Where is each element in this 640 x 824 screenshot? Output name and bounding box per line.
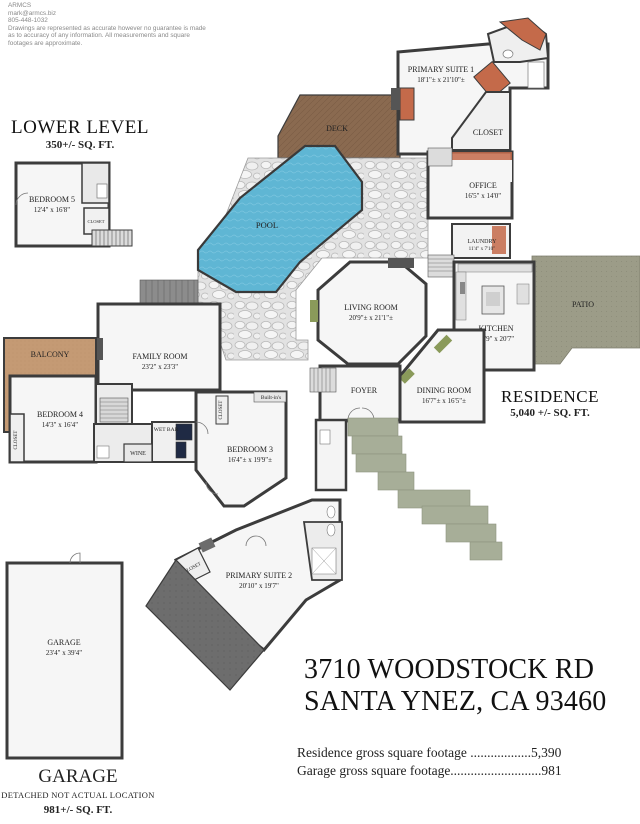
bedroom-4-size: 14'3" x 16'4" [42,421,78,429]
garage-name: GARAGE [47,638,80,647]
lower-level-title: LOWER LEVEL [11,117,149,138]
entry-steps [347,417,503,561]
garage-footage-line: Garage gross square footage.............… [297,763,562,778]
residence-footage-line: Residence gross square footage .........… [297,745,562,760]
wet-bar-label: WET BAR [154,427,179,433]
primary-suite-2-name: PRIMARY SUITE 2 [226,571,292,580]
dining-room-name: DINING ROOM [417,386,471,395]
bedroom-4-closet-label: CLOSET [14,431,19,450]
wine-label: WINE [130,451,146,457]
bedroom-5-closet-label: CLOSET [87,219,104,224]
pool [196,144,364,294]
living-room-size: 20'9"± x 21'1"± [349,314,393,322]
foyer-name: FOYER [351,386,378,395]
kitchen-name: KITCHEN [478,324,513,333]
primary-closet-label: CLOSET [473,128,503,137]
primary-suite-1-wing: PRIMARY SUITE 1 18'1"± x 21'10"± CLOSET [391,17,550,156]
office-name: OFFICE [469,181,497,190]
bedroom-3-name: BEDROOM 3 [227,445,273,454]
lower-level-sqft: 350+/- SQ. FT. [45,139,115,151]
office-size: 16'5" x 14'0" [465,192,501,200]
living-room-area: LIVING ROOM 20'9"± x 21'1"± [310,258,428,366]
hallway [314,418,348,492]
company-name: ARMCS [8,2,32,9]
kitchen-size: 14'9" x 20'7" [478,335,514,343]
residence-title: RESIDENCE [501,387,599,406]
bedroom-5-name: BEDROOM 5 [29,195,75,204]
garage-sqft: 981+/- SQ. FT. [43,804,113,816]
disclaimer-line-3: footages are approximate. [8,39,83,47]
patio-area [521,255,640,365]
laundry-name: LAUNDRY [467,239,497,245]
wet-bar-area: WET BAR WINE [123,421,197,463]
bedroom-4-name: BEDROOM 4 [37,410,83,419]
garage-title: GARAGE [38,766,118,787]
garage-header: GARAGE DETACHED NOT ACTUAL LOCATION 981+… [0,766,156,816]
disclaimer: ARMCS mark@armcs.biz 805-448-1032 Drawin… [8,2,228,48]
primary-suite-2-area: PRIMARY SUITE 2 20'10" x 19'7" CLOSET [173,498,343,653]
garage-size: 23'4" x 39'4" [46,649,82,657]
lower-level-plan: BEDROOM 5 12'4" x 16'8" CLOSET [14,161,133,248]
bedroom-3-area: Built-in's CLOSET BEDROOM 3 16'4"± x 19'… [194,390,288,508]
garage-detached-note: DETACHED NOT ACTUAL LOCATION [1,790,155,800]
bedroom-3-closet-label: CLOSET [219,401,224,420]
garage-building: GARAGE 23'4" x 39'4" [5,552,124,760]
company-phone: 805-448-1032 [8,17,48,25]
residence-sqft: 5,040 +/- SQ. FT. [510,407,590,419]
builtins-label: Built-in's [261,395,281,401]
family-room-area: FAMILY ROOM 23'2" x 23'3" [95,279,222,392]
dining-room-area: DINING ROOM 16'7"± x 16'5"± [398,328,486,424]
pool-label: POOL [256,220,278,230]
office-laundry-wing: OFFICE 16'5" x 14'0" LAUNDRY 11'4" x 7'1… [426,147,514,278]
primary-suite-2-size: 20'10" x 19'7" [239,582,279,590]
lower-level-header: LOWER LEVEL 350+/- SQ. FT. [10,117,150,151]
residence-header: RESIDENCE 5,040 +/- SQ. FT. [494,387,606,419]
patio-label: PATIO [572,300,594,309]
living-room-name: LIVING ROOM [344,303,398,312]
address-line-2: SANTA YNEZ, CA 93460 [304,686,607,717]
primary-suite-1-name: PRIMARY SUITE 1 [408,65,474,74]
family-room-name: FAMILY ROOM [133,352,188,361]
dining-room-size: 16'7"± x 16'5"± [422,397,466,405]
family-room-size: 23'2" x 23'3" [142,363,178,371]
bedroom-4-area: BEDROOM 4 14'3" x 16'4" CLOSET [8,374,153,464]
slate-patio [145,559,265,691]
disclaimer-line-2: as to accuracy of any information. All m… [8,32,190,40]
company-email[interactable]: mark@armcs.biz [8,9,57,17]
laundry-size: 11'4" x 7'10" [469,246,496,252]
bedroom-3-size: 16'4"± x 19'9"± [228,456,272,464]
primary-suite-1-size: 18'1"± x 21'10"± [417,76,465,84]
balcony-label: BALCONY [31,350,70,359]
disclaimer-line-1: Drawings are represented as accurate how… [8,24,206,32]
address-line-1: 3710 WOODSTOCK RD [304,654,595,685]
deck-label: DECK [326,124,348,133]
bedroom-5-size: 12'4" x 16'8" [34,206,70,214]
